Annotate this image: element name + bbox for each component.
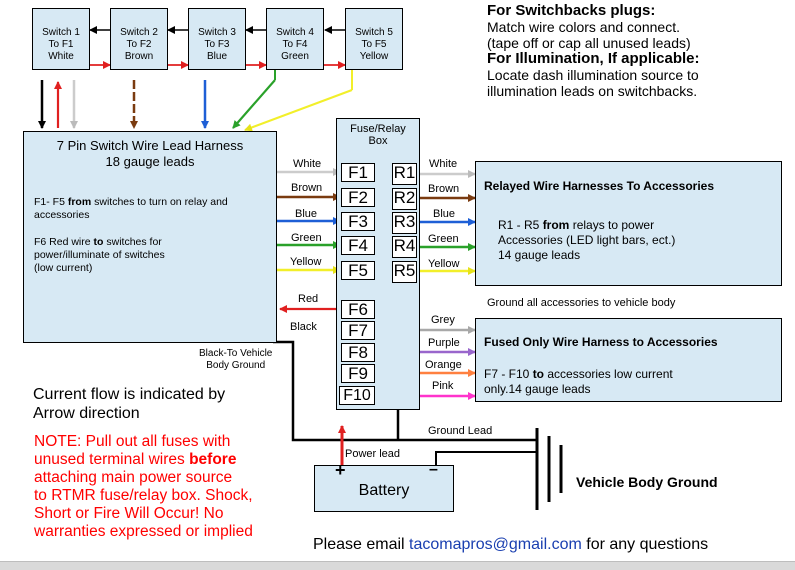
- instructions-line: (tape off or cap all unused leads): [487, 35, 691, 51]
- switch-1: Switch 1 To F1 White: [32, 8, 90, 70]
- wire-label-white-right: White: [429, 158, 458, 170]
- instructions-line: illumination leads on switchbacks.: [487, 83, 698, 99]
- fuse-f8: F8: [341, 343, 375, 362]
- switch5-yellow-lead: [244, 88, 353, 132]
- relayed-box-title: Relayed Wire Harnesses To Accessories: [484, 179, 715, 193]
- warning-note: NOTE: Pull out all fuses with unused ter…: [34, 433, 253, 540]
- wire-label-grey: Grey: [431, 314, 455, 326]
- wire-label-black: Black: [290, 321, 317, 333]
- relay-r4: R4: [392, 236, 417, 258]
- black-ground-label: Black-To Vehicle Body Ground: [199, 348, 273, 371]
- wire-label-purple: Purple: [428, 337, 460, 349]
- harness-title: 7 Pin Switch Wire Lead Harness: [56, 138, 244, 153]
- instructions-line: Locate dash illumination source to: [487, 67, 699, 83]
- wire-label-blue-left: Blue: [295, 208, 318, 220]
- instructions-line: Match wire colors and connect.: [487, 19, 680, 35]
- fused-box-title: Fused Only Wire Harness to Accessories: [484, 335, 718, 349]
- switch-3-name: Switch 3: [198, 27, 236, 38]
- fuse-f7: F7: [341, 321, 375, 340]
- switch-3-target: To F3: [204, 39, 230, 50]
- switch-4-target: To F4: [282, 39, 308, 50]
- fuse-box-title: Fuse/Relay Box: [350, 123, 406, 147]
- harness-black-ground: [273, 340, 537, 442]
- ground-symbol: [535, 428, 563, 510]
- relay-r3: R3: [392, 212, 417, 234]
- wire-label-green-right: Green: [428, 233, 459, 245]
- relay-r2: R2: [392, 188, 417, 210]
- relayed-harness-box: Relayed Wire Harnesses To Accessories R1…: [475, 161, 782, 286]
- fused-box-text: F7 - F10 to accessories low current only…: [484, 367, 673, 396]
- wire-label-brown-right: Brown: [428, 183, 460, 195]
- current-flow-note: Current flow is indicated by Arrow direc…: [33, 386, 226, 422]
- switch-wire-harness: 7 Pin Switch Wire Lead Harness 18 gauge …: [23, 131, 277, 343]
- relay-r1: R1: [392, 163, 417, 185]
- fuse-f5: F5: [341, 261, 375, 280]
- contact-line: Please email tacomapros@gmail.com for an…: [313, 536, 709, 553]
- fuse-f3: F3: [341, 212, 375, 231]
- battery: Battery + –: [314, 460, 454, 512]
- switch-5-target: To F5: [361, 39, 387, 50]
- fuse-f6: F6: [341, 300, 375, 319]
- fuse-f10: F10: [339, 386, 375, 405]
- instructions-heading-plugs: For Switchbacks plugs:: [487, 2, 656, 19]
- switch-1-target: To F1: [48, 39, 74, 50]
- switch-2-name: Switch 2: [120, 27, 158, 38]
- harness-f1-f5-text: F1- F5 from switches to turn on relay an…: [34, 196, 228, 221]
- battery-plus: +: [335, 460, 346, 480]
- switch-5-color: Yellow: [359, 51, 389, 62]
- switch-2: Switch 2 To F2 Brown: [110, 8, 168, 70]
- wire-label-brown-left: Brown: [291, 182, 323, 194]
- fused-harness-box: Fused Only Wire Harness to Accessories F…: [475, 318, 782, 402]
- relay-r5: R5: [392, 261, 417, 283]
- switch-5: Switch 5 To F5 Yellow: [345, 8, 403, 70]
- switch-4: Switch 4 To F4 Green: [266, 8, 324, 70]
- email-link[interactable]: tacomapros@gmail.com: [409, 536, 582, 553]
- battery-ground-lead: [435, 451, 537, 465]
- switch-4-color: Green: [281, 51, 309, 62]
- switch-2-target: To F2: [126, 39, 152, 50]
- switch-4-name: Switch 4: [276, 27, 314, 38]
- ground-accessories-note: Ground all accessories to vehicle body: [487, 297, 676, 309]
- battery-label: Battery: [358, 482, 410, 499]
- fuse-f9: F9: [341, 364, 375, 383]
- battery-minus: –: [429, 461, 438, 478]
- harness-subtitle: 18 gauge leads: [105, 154, 195, 169]
- fuse-f1: F1: [341, 163, 375, 182]
- page-bottom-border: [0, 561, 795, 570]
- relayed-box-text: R1 - R5 from relays to power Accessories…: [498, 218, 676, 262]
- wire-label-orange: Orange: [425, 359, 462, 371]
- wire-label-white-left: White: [293, 158, 322, 170]
- wire-label-green-left: Green: [291, 232, 322, 244]
- harness-f6-text: F6 Red wire to switches for power/illumi…: [34, 236, 165, 274]
- switch-1-color: White: [48, 51, 74, 62]
- power-lead-label: Power lead: [345, 448, 401, 460]
- switch-3-color: Blue: [206, 51, 227, 62]
- fuse-f2: F2: [341, 188, 375, 207]
- wire-label-pink: Pink: [432, 380, 454, 392]
- wire-label-yellow-left: Yellow: [290, 256, 322, 268]
- instructions-heading-illumination: For Illumination, If applicable:: [487, 50, 700, 67]
- switch-5-name: Switch 5: [355, 27, 393, 38]
- switch-3: Switch 3 To F3 Blue: [188, 8, 246, 70]
- vehicle-body-ground-label: Vehicle Body Ground: [576, 474, 718, 490]
- ground-lead-label: Ground Lead: [428, 425, 493, 437]
- wire-label-red: Red: [298, 293, 319, 305]
- instructions: For Switchbacks plugs: Match wire colors…: [487, 2, 700, 100]
- switch4-green-lead: [232, 79, 276, 129]
- wire-label-blue-right: Blue: [433, 208, 456, 220]
- switch-2-color: Brown: [124, 51, 154, 62]
- wire-label-yellow-right: Yellow: [428, 258, 460, 270]
- switch-1-name: Switch 1: [42, 27, 80, 38]
- fuse-f4: F4: [341, 236, 375, 255]
